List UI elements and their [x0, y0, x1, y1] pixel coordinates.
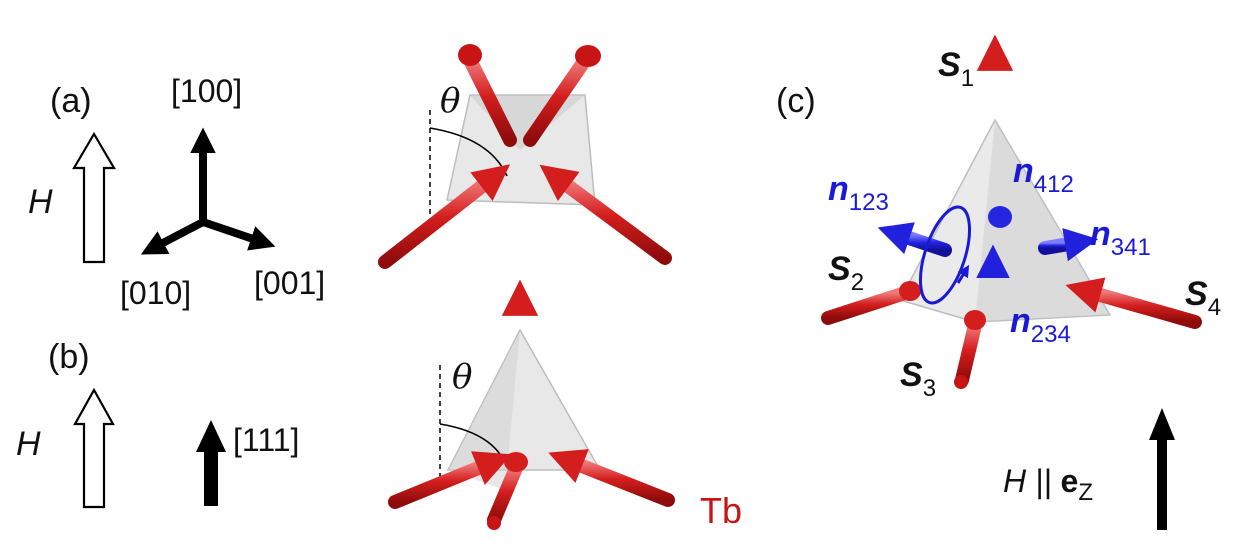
normal-label-n412: n412 [1013, 152, 1074, 198]
normal-arrow-n123 [877, 222, 952, 257]
spin-arrow-tail [487, 516, 501, 530]
spin-arrow [539, 164, 672, 265]
direction-label-111: [111] [233, 422, 299, 458]
spin-arrow-s4 [1065, 277, 1202, 329]
spin-arrow [378, 164, 511, 269]
spin-arrow-tail [954, 375, 968, 389]
field-direction-arrow-icon [1149, 408, 1175, 530]
spin-arrow-head [504, 452, 528, 472]
crystal-axes-icon [140, 127, 276, 255]
spin-arrow-head [458, 44, 482, 66]
spin-arrow-s3 [955, 318, 982, 387]
spin-arrow-s2 [821, 286, 912, 325]
spin-arrow-head [964, 310, 986, 330]
normal-arrow-n341 [1038, 228, 1099, 262]
axis-label-010: [010] [120, 275, 191, 311]
panel-b-label: (b) [48, 338, 90, 376]
tetrahedron-face [448, 330, 520, 490]
spin-arrow-head [575, 45, 601, 67]
panel-c-label: (c) [776, 82, 816, 120]
spin-arrow-head [899, 281, 921, 301]
spin-label-s2: S2 [828, 250, 864, 296]
rotation-arrow-icon [956, 264, 970, 284]
normal-label-n123: n123 [828, 170, 889, 216]
panel-a-field-label: H [28, 183, 53, 221]
axis-label-100: [100] [171, 73, 242, 109]
field-hollow-arrow-icon [73, 387, 115, 509]
panel-b-field-label: H [16, 425, 41, 463]
direction-111-arrow-icon [196, 420, 226, 506]
spin-arrow [523, 53, 592, 147]
axis-label-001: [001] [254, 265, 325, 301]
angle-label-theta: θ [452, 357, 472, 397]
panel-a: (a) H [100] [010] [001] [28, 73, 325, 311]
rotation-loop [918, 205, 972, 305]
tetrahedron-b: θ Tb [388, 279, 742, 531]
panel-b: (b) H [111] [16, 338, 299, 509]
normal-label-n234: n234 [1010, 302, 1071, 348]
spin-arrow [487, 461, 523, 527]
species-label-tb: Tb [700, 490, 742, 531]
tetrahedron-a: θ [378, 44, 672, 269]
panel-a-label: (a) [50, 82, 92, 120]
spin-arrow [463, 53, 517, 147]
angle-label-theta: θ [440, 81, 460, 121]
normal-label-n341: n341 [1090, 215, 1151, 261]
normal-arrow-head [988, 206, 1012, 228]
spin-label-s4: S4 [1185, 275, 1221, 321]
spin-arrow [548, 449, 675, 507]
field-hollow-arrow-icon [72, 131, 116, 264]
panel-c: (c) S1 S2 S3 S4 n123 n412 n341 n234 H ||… [776, 34, 1221, 530]
spin-label-s3: S3 [900, 356, 936, 402]
spin-label-s1: S1 [938, 46, 974, 92]
field-direction-label: H || eZ [1003, 463, 1093, 506]
spin-arrow [388, 451, 512, 509]
